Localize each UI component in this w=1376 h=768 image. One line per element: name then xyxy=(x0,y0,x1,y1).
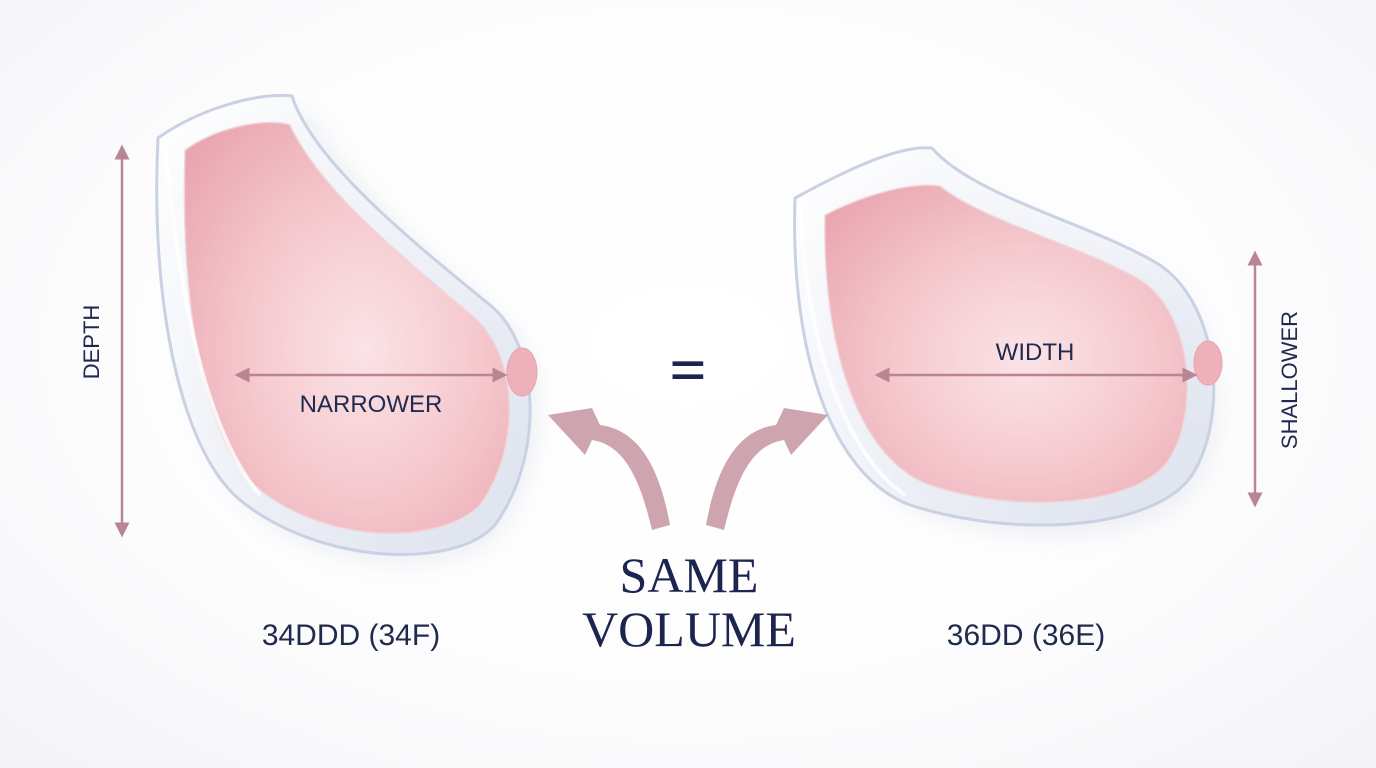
right-depth-label: SHALLOWER xyxy=(1277,311,1302,449)
left-depth-label: DEPTH xyxy=(79,305,104,380)
left-cup-rim xyxy=(163,144,262,497)
right-cup-nipple xyxy=(1193,340,1223,386)
equals-symbol: = xyxy=(669,334,707,407)
right-curved-arrow xyxy=(706,408,828,530)
right-cup-inner xyxy=(824,184,1188,504)
right-size-label: 36DD (36E) xyxy=(947,619,1105,652)
right-cup-rim xyxy=(798,204,907,497)
left-cup xyxy=(155,93,539,562)
left-curved-arrow xyxy=(548,408,670,530)
left-width-label: NARROWER xyxy=(300,391,443,418)
left-size-label: 34DDD (34F) xyxy=(262,619,440,652)
same-volume-line2: VOLUME xyxy=(582,601,796,657)
same-volume-line1: SAME xyxy=(620,547,759,603)
right-cup xyxy=(793,146,1223,535)
right-width-label: WIDTH xyxy=(996,339,1075,366)
left-cup-nipple xyxy=(506,347,538,397)
left-cup-inner xyxy=(183,121,511,535)
